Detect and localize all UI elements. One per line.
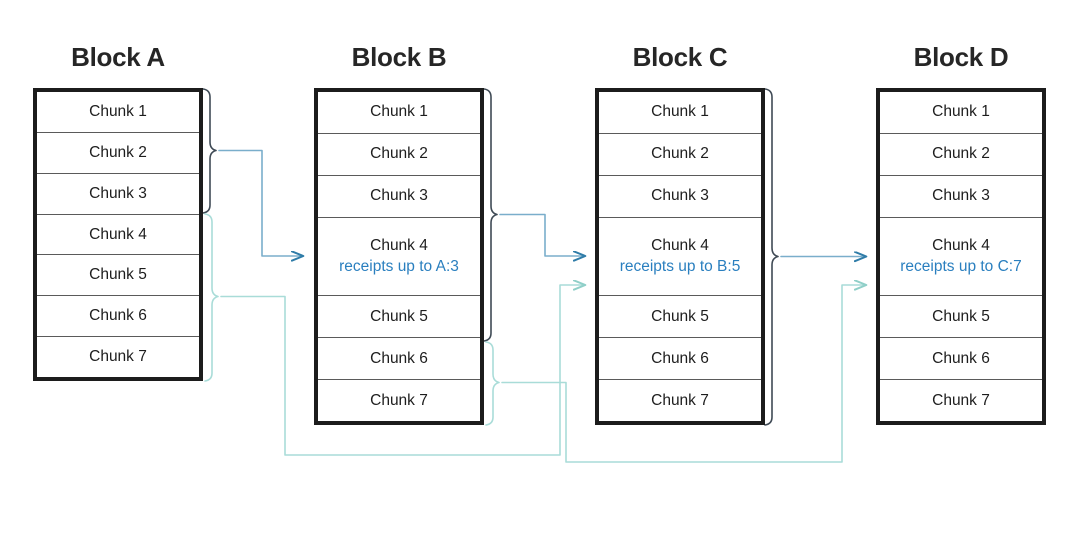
chunk-label: Chunk 7 [370, 391, 428, 409]
chunk-row[interactable]: Chunk 2 [318, 134, 480, 176]
block-a-title: Block A [71, 42, 165, 72]
chunk-row[interactable]: Chunk 5 [318, 296, 480, 339]
chunk-row-with-receipt[interactable]: Chunk 4 receipts up to A:3 [318, 218, 480, 297]
chunk-label: Chunk 7 [932, 391, 990, 409]
chunk-row[interactable]: Chunk 5 [37, 255, 199, 297]
block-a: Block A Chunk 1 Chunk 2 Chunk 3 Chunk 4 … [33, 42, 203, 381]
receipt-note: receipts up to B:5 [619, 258, 741, 276]
chunk-row[interactable]: Chunk 3 [599, 176, 761, 218]
chunk-label: Chunk 2 [932, 145, 990, 163]
chunk-label: Chunk 4 [932, 237, 990, 255]
chunk-label: Chunk 1 [370, 103, 428, 121]
chunk-label: Chunk 1 [651, 103, 709, 121]
chunk-row[interactable]: Chunk 1 [37, 92, 199, 133]
chunk-row-with-receipt[interactable]: Chunk 4 receipts up to B:5 [599, 218, 761, 297]
chunk-row[interactable]: Chunk 3 [37, 174, 199, 215]
chunk-label: Chunk 6 [370, 349, 428, 367]
chunk-row[interactable]: Chunk 7 [37, 337, 199, 377]
chunk-label: Chunk 2 [370, 145, 428, 163]
chunk-row[interactable]: Chunk 1 [880, 92, 1042, 134]
chunk-row[interactable]: Chunk 2 [880, 134, 1042, 176]
block-c-title: Block C [632, 42, 728, 72]
chunk-label: Chunk 4 [370, 237, 428, 255]
chunk-row[interactable]: Chunk 4 [37, 215, 199, 256]
chunk-label: Chunk 5 [89, 266, 147, 284]
chunk-row[interactable]: Chunk 3 [318, 176, 480, 218]
chunk-label: Chunk 1 [932, 103, 990, 121]
chunk-label: Chunk 5 [932, 307, 990, 325]
chunk-label: Chunk 4 [651, 237, 709, 255]
chunk-label: Chunk 2 [651, 145, 709, 163]
block-b: Block B Chunk 1 Chunk 2 Chunk 3 Chunk 4 … [314, 42, 484, 425]
chunk-label: Chunk 3 [651, 187, 709, 205]
chunk-row[interactable]: Chunk 5 [880, 296, 1042, 339]
block-c-body: Chunk 1 Chunk 2 Chunk 3 Chunk 4 receipts… [595, 88, 765, 425]
chunk-label: Chunk 6 [932, 349, 990, 367]
chunk-row[interactable]: Chunk 5 [599, 296, 761, 339]
chunk-row[interactable]: Chunk 7 [599, 380, 761, 421]
receipt-note: receipts up to A:3 [339, 258, 459, 276]
chunk-label: Chunk 5 [370, 307, 428, 325]
receipt-note: receipts up to C:7 [900, 258, 1022, 276]
chunk-row[interactable]: Chunk 6 [880, 338, 1042, 381]
block-a-body: Chunk 1 Chunk 2 Chunk 3 Chunk 4 Chunk 5 … [33, 88, 203, 381]
chunk-row[interactable]: Chunk 1 [599, 92, 761, 134]
chunk-row[interactable]: Chunk 6 [599, 338, 761, 381]
chunk-row[interactable]: Chunk 7 [880, 380, 1042, 421]
chunk-label: Chunk 6 [89, 307, 147, 325]
chunk-row[interactable]: Chunk 1 [318, 92, 480, 134]
block-d-title: Block D [913, 42, 1009, 72]
chunk-label: Chunk 3 [370, 187, 428, 205]
chunk-label: Chunk 3 [932, 187, 990, 205]
chunk-label: Chunk 2 [89, 143, 147, 161]
chunk-label: Chunk 1 [89, 102, 147, 120]
block-d-body: Chunk 1 Chunk 2 Chunk 3 Chunk 4 receipts… [876, 88, 1046, 425]
chunk-row[interactable]: Chunk 2 [37, 133, 199, 174]
chunk-row[interactable]: Chunk 6 [37, 296, 199, 338]
chunk-label: Chunk 7 [651, 391, 709, 409]
chunk-row[interactable]: Chunk 6 [318, 338, 480, 381]
chunk-label: Chunk 5 [651, 307, 709, 325]
chunk-row[interactable]: Chunk 7 [318, 380, 480, 421]
block-b-title: Block B [351, 42, 447, 72]
chunk-row[interactable]: Chunk 2 [599, 134, 761, 176]
chunk-row[interactable]: Chunk 3 [880, 176, 1042, 218]
chunk-label: Chunk 4 [89, 225, 147, 243]
block-d: Block D Chunk 1 Chunk 2 Chunk 3 Chunk 4 … [876, 42, 1046, 425]
chunk-label: Chunk 3 [89, 184, 147, 202]
block-b-body: Chunk 1 Chunk 2 Chunk 3 Chunk 4 receipts… [314, 88, 484, 425]
chunk-label: Chunk 6 [651, 349, 709, 367]
chunk-row-with-receipt[interactable]: Chunk 4 receipts up to C:7 [880, 218, 1042, 297]
block-c: Block C Chunk 1 Chunk 2 Chunk 3 Chunk 4 … [595, 42, 765, 425]
chunk-label: Chunk 7 [89, 348, 147, 366]
